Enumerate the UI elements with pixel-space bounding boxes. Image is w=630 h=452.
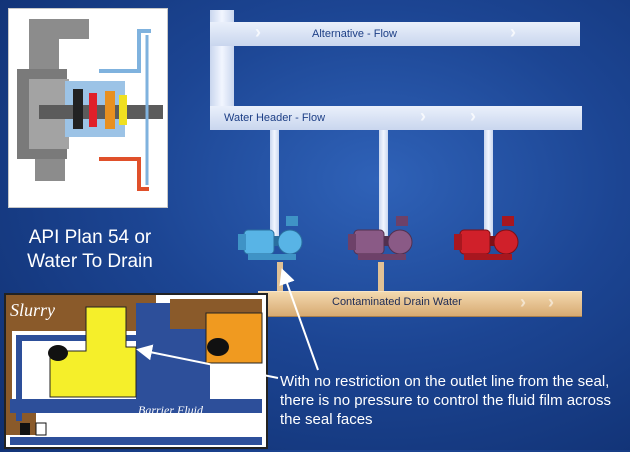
arrow-to-seal-icon — [140, 350, 278, 378]
arrow-to-pump-icon — [283, 272, 318, 370]
explanation-note: With no restriction on the outlet line f… — [280, 372, 628, 429]
